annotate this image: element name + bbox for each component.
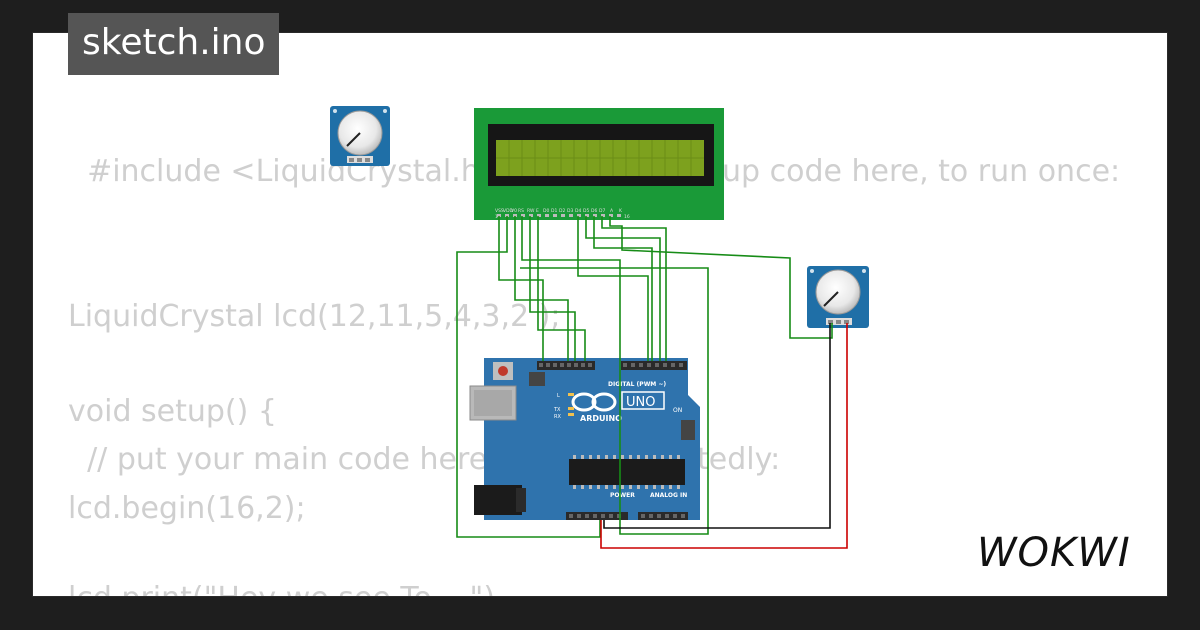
analog-header-label: ANALOG IN [650,492,687,499]
wire-green-3 [514,216,569,361]
code-line-lcd-decl: LiquidCrystal lcd(12,11,5,4,3,2 ); [68,299,561,334]
wire-green-4 [520,216,709,535]
arduino-logo-icon [571,392,617,412]
arduino-model-label: UNO [626,395,655,410]
lcd-pin-last: 16 [624,214,630,220]
lcd-pin-label-vss: VSS [495,208,504,214]
lcd-pin-label-d5: D5 [583,208,589,214]
potentiometer-1[interactable] [330,106,390,166]
sketch-filename: sketch.ino [82,22,266,63]
lcd-pin-label-v0: V0 [511,208,517,214]
code-line-loop-comment: // put your main code here [68,442,488,477]
led-label-l: L [557,393,560,399]
code-line-void-setup: void setup() { [68,394,277,429]
wire-green-11 [609,216,833,339]
wire-green-7 [577,216,649,361]
digital-header-label: DIGITAL (PWM ~) [608,381,666,388]
wire-green-6 [537,216,586,361]
lcd-pin-label-k: K [619,208,623,214]
wire-green-8 [585,216,661,361]
wire-green-2 [456,216,601,538]
lcd-pin-label-d0: D0 [543,208,549,214]
code-line-setup-comment: up code here, to run once: [722,154,1121,189]
wire-black-gnd [603,323,831,529]
lcd-pin-label-d3: D3 [567,208,573,214]
led-label-tx: TX [553,407,561,413]
lcd-pin-label-rw: RW [527,208,535,214]
code-line-repeatedly: tedly: [697,442,781,477]
arduino-uno-board[interactable]: DIGITAL (PWM ~) ARDUINO UNO ON L TX RX [469,358,700,520]
code-line-lcd-print: lcd.print("Hey we see To... ") [68,575,495,596]
code-line-include: #include <LiquidCrystal.h> [68,154,505,189]
lcd-pin-label-d4: D4 [575,208,581,214]
on-led-label: ON [673,407,682,414]
lcd-pin-label-a: A [610,208,614,214]
wires [456,216,848,549]
arduino-brand-label: ARDUINO [580,414,622,423]
lcd-pin-label-d6: D6 [591,208,597,214]
wire-red-5v [600,323,848,549]
power-header-label: POWER [610,492,635,499]
wire-green-9 [593,216,653,361]
wokwi-logo-icon: WOKWI [977,530,1131,576]
wokwi-logo-text: WOKWI [977,530,1131,576]
sketch-filename-badge: sketch.ino [68,13,280,75]
code-background: #include <LiquidCrystal.h> up code here,… [33,33,1167,596]
lcd-pin-label-d7: D7 [599,208,605,214]
lcd-display[interactable]: VSS VDD V0 RS RW E D0 D1 D2 D3 D4 D5 D6 … [474,108,724,220]
led-label-rx: RX [554,414,561,420]
lcd-pin-label-d2: D2 [559,208,565,214]
wire-green-5 [529,216,576,361]
lcd-pin-label-vdd: VDD [503,208,514,214]
lcd-pin-label-d1: D1 [551,208,557,214]
lcd-pin-label-rs: RS [518,208,524,214]
lcd-pin-first: 1 [495,214,498,220]
wire-green-1 [498,216,544,361]
potentiometer-2[interactable] [807,266,869,328]
wire-green-10 [601,216,667,361]
code-line-lcd-begin: lcd.begin(16,2); [68,491,306,526]
lcd-pin-label-e: E [536,208,539,214]
